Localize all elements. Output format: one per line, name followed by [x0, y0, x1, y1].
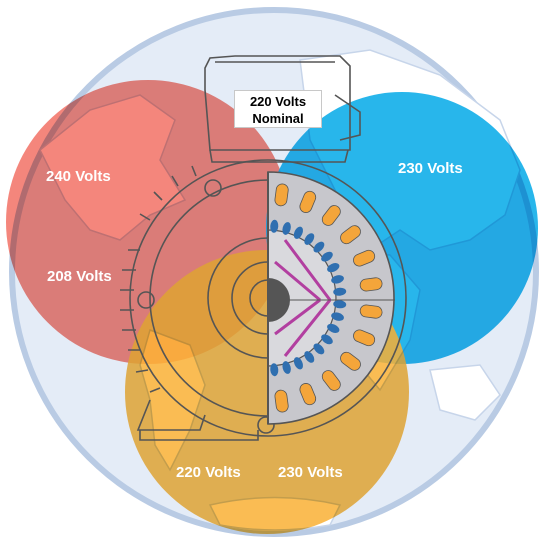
rotor-slot: [282, 361, 291, 374]
rotor-slot: [327, 323, 340, 333]
nominal-voltage-caption: Nominal: [252, 111, 304, 126]
stator-coil: [321, 205, 341, 226]
rotor-slot: [321, 334, 333, 345]
voltage-label-240: 240 Volts: [46, 168, 111, 185]
stator-coil: [299, 383, 317, 406]
rotor-slot: [333, 300, 347, 309]
rotor-slot: [270, 363, 279, 377]
stator-coil: [274, 183, 289, 207]
stator-coil: [340, 351, 361, 371]
rotor-slot: [293, 226, 303, 239]
rotor-slot: [321, 251, 333, 262]
stator-cutaway: [267, 171, 395, 425]
rotor-slot: [313, 241, 325, 253]
voltage-label-230-blue: 230 Volts: [398, 160, 463, 177]
rotor-slot: [304, 233, 315, 245]
rotor-slot: [270, 219, 279, 233]
stator-coils: [274, 183, 383, 413]
stator-coil: [359, 277, 383, 292]
rotor-slot: [293, 357, 303, 370]
stator-coil: [353, 329, 376, 347]
winding-lower: [274, 298, 332, 357]
nominal-voltage-value: 220 Volts: [249, 94, 307, 109]
stator-coil: [299, 190, 317, 213]
stator-coil: [274, 389, 289, 413]
rotor-slot: [331, 312, 344, 321]
stator-coil: [340, 225, 361, 245]
rotor-slot: [327, 263, 340, 273]
winding-upper: [274, 239, 332, 302]
stator-coil: [353, 249, 376, 267]
rotor-slot: [313, 343, 325, 355]
rotor-slot: [331, 275, 344, 284]
stator-coil: [321, 370, 341, 391]
stator-coil: [359, 304, 383, 319]
rotor-slot: [282, 222, 291, 235]
rotor-slots: [270, 219, 347, 377]
rotor-slot: [333, 287, 347, 296]
voltage-label-230-yellow: 230 Volts: [278, 464, 343, 481]
continent-australia: [429, 364, 501, 421]
nominal-voltage-label: 220 Volts Nominal: [234, 90, 322, 128]
rotor-slot: [304, 351, 315, 363]
voltage-label-220-yellow: 220 Volts: [176, 464, 241, 481]
voltage-label-208: 208 Volts: [47, 268, 112, 285]
